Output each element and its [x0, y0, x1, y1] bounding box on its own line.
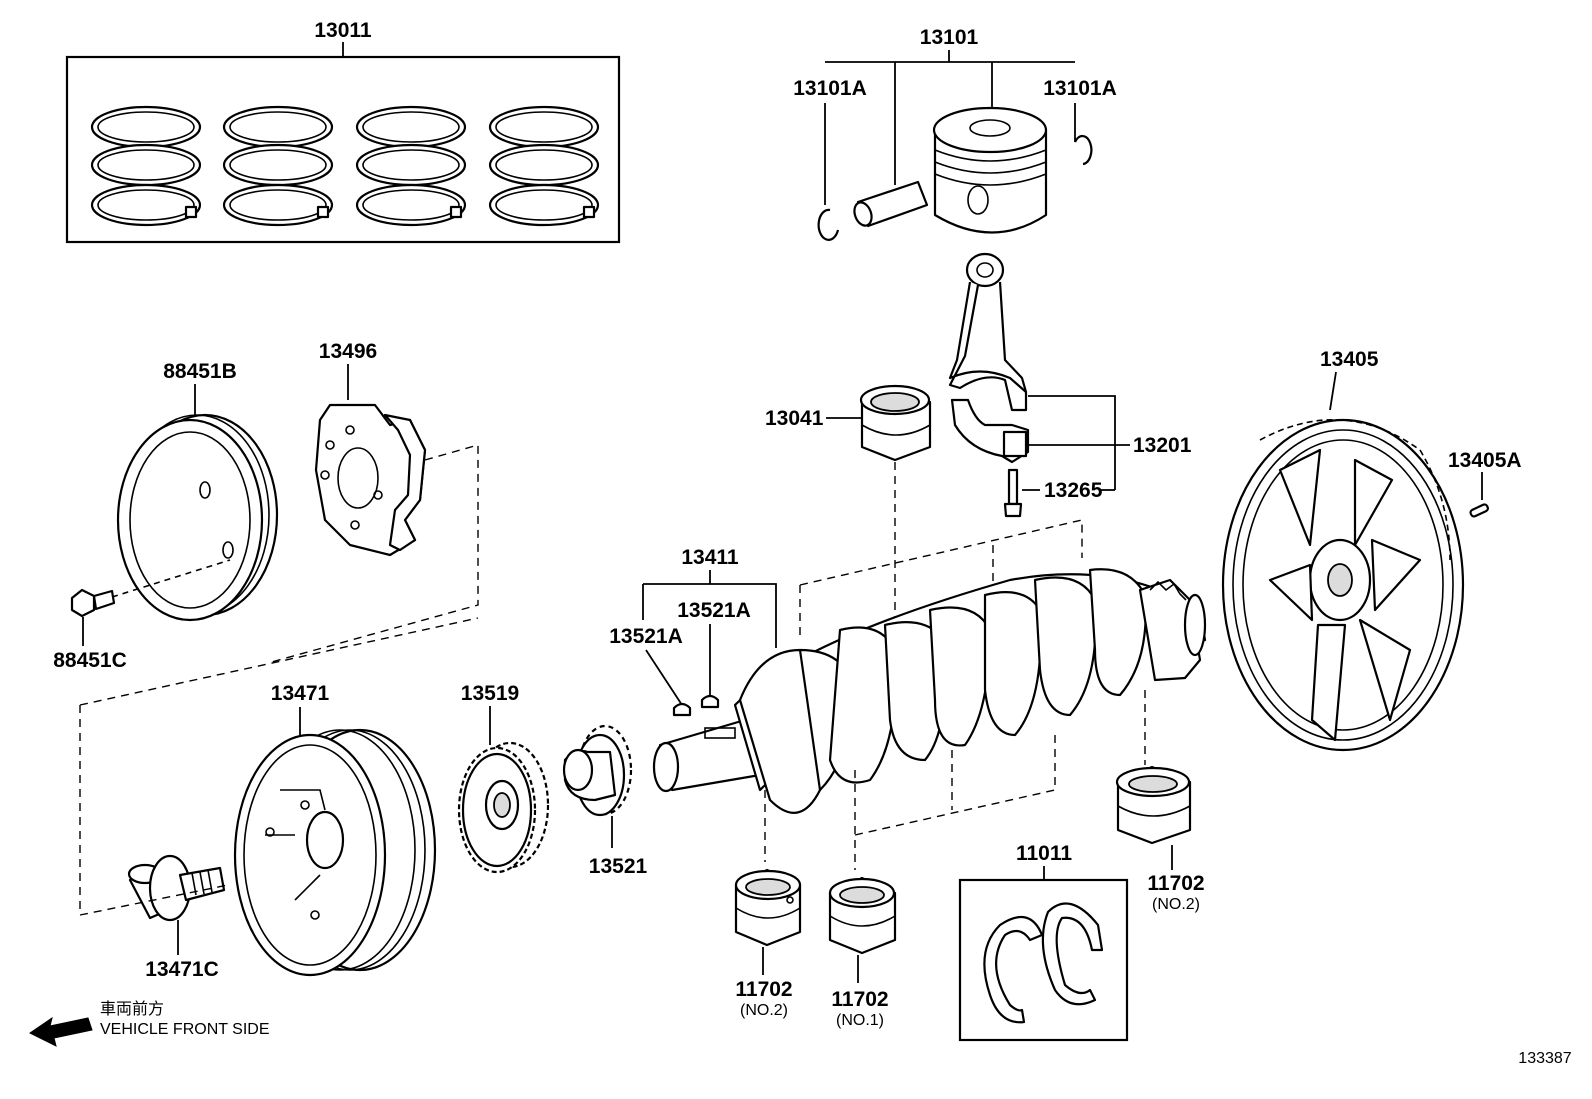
arrow-left-icon — [29, 1016, 93, 1047]
connecting-rod-cap — [950, 398, 1030, 464]
label-13411[interactable]: 13411 — [681, 546, 739, 569]
accessory-pulley-group: 88451B 88451C 13496 — [53, 340, 479, 672]
front-direction-legend: 車両前方 VEHICLE FRONT SIDE — [29, 1000, 270, 1047]
piston-group: 13101 13101A 13101A — [793, 26, 1117, 241]
label-11702-no2-right[interactable]: 11702 — [1147, 872, 1204, 895]
label-13101[interactable]: 13101 — [920, 26, 979, 49]
flywheel-group: 13405 13405A — [1221, 348, 1522, 752]
label-13265[interactable]: 13265 — [1044, 479, 1103, 502]
woodruff-key-1 — [672, 702, 692, 717]
timing-rotor-plate — [314, 403, 427, 557]
label-13521A-upper[interactable]: 13521A — [677, 599, 751, 622]
piston-ring-stack — [90, 105, 202, 227]
diagram-id: 133387 — [1518, 1050, 1571, 1067]
crank-pulley — [233, 728, 437, 977]
label-13521A-lower[interactable]: 13521A — [609, 625, 683, 648]
main-bearing-no2-right: 11702 (NO.2) — [1115, 765, 1205, 913]
piston-ring-set-group: 13011 — [65, 19, 621, 244]
thrust-washer-right — [1041, 902, 1104, 1006]
snap-ring-right — [1073, 135, 1093, 166]
connecting-rod — [948, 252, 1028, 412]
crank-pulley-group: 13471 13471C — [79, 617, 479, 981]
legend-english: VEHICLE FRONT SIDE — [100, 1021, 270, 1038]
label-11702-no2-left-sub: (NO.2) — [740, 1002, 788, 1019]
rod-bolt — [1003, 468, 1023, 518]
rod-bearing: 13041 — [765, 384, 932, 625]
crank-key-group: 13411 13521A 13521A — [609, 546, 777, 717]
label-11702-no1[interactable]: 11702 — [831, 988, 888, 1011]
crankshaft-gear — [457, 741, 550, 874]
thrust-washer-group: 11011 — [958, 842, 1129, 1042]
label-11702-no1-sub: (NO.1) — [836, 1012, 884, 1029]
main-bearing-no1: 11702 (NO.1) — [828, 876, 897, 1029]
label-13496[interactable]: 13496 — [319, 340, 377, 363]
label-13519[interactable]: 13519 — [461, 682, 519, 705]
crank-gear-group: 13519 — [457, 682, 550, 874]
accessory-pulley — [116, 413, 279, 622]
label-11702-no2-left[interactable]: 11702 — [735, 978, 792, 1001]
label-88451C[interactable]: 88451C — [53, 649, 127, 672]
connecting-rod-group: 13201 13265 — [948, 252, 1192, 518]
thrust-washer-box — [958, 878, 1129, 1042]
label-13471C[interactable]: 13471C — [145, 958, 219, 981]
label-13101A-right[interactable]: 13101A — [1043, 77, 1117, 100]
piston — [932, 106, 1048, 234]
label-13521[interactable]: 13521 — [589, 855, 648, 878]
label-88451B[interactable]: 88451B — [163, 360, 237, 383]
label-13201[interactable]: 13201 — [1133, 434, 1192, 457]
crank-sprocket-group: 13521 — [562, 724, 648, 878]
label-13011[interactable]: 13011 — [314, 19, 372, 42]
woodruff-key-2 — [700, 694, 720, 709]
snap-ring-left — [817, 208, 840, 241]
label-13041[interactable]: 13041 — [765, 407, 824, 430]
crankshaft-group — [652, 519, 1207, 870]
pulley-bolt — [70, 588, 116, 618]
legend-japanese: 車両前方 — [100, 1000, 164, 1018]
label-13471[interactable]: 13471 — [271, 682, 330, 705]
label-11702-no2-right-sub: (NO.2) — [1152, 896, 1200, 913]
label-13101A-left[interactable]: 13101A — [793, 77, 867, 100]
label-13405[interactable]: 13405 — [1320, 348, 1379, 371]
label-11011[interactable]: 11011 — [1016, 842, 1072, 865]
flywheel-dowel-pin — [1469, 503, 1489, 518]
crankshaft — [652, 568, 1207, 814]
crankshaft-sprocket — [562, 724, 633, 817]
label-13405A[interactable]: 13405A — [1448, 449, 1522, 472]
piston-pin — [853, 180, 929, 228]
main-bearing-no2-lower: 11702 (NO.2) — [734, 868, 802, 1019]
flywheel — [1221, 418, 1465, 752]
thrust-washer-left — [983, 915, 1044, 1024]
